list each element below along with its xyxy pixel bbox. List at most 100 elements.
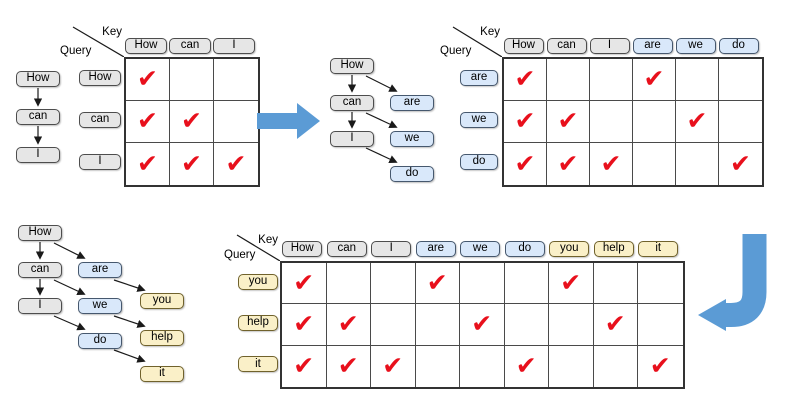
attention-matrix-third-key-do: do — [504, 241, 545, 257]
matrix3-corner: Key Query — [224, 234, 280, 261]
attention-matrix-initial-cell-How-How: ✔ — [126, 59, 170, 101]
attention-matrix-second-key-are: are — [632, 38, 673, 54]
check-icon: ✔ — [649, 350, 671, 380]
tree1-node-can: can — [16, 109, 60, 125]
check-icon: ✔ — [137, 64, 158, 93]
attention-matrix-third-cell-it-you — [549, 345, 594, 387]
tree2-node-are: are — [390, 95, 434, 111]
attention-matrix-initial-cell-I-How: ✔ — [126, 143, 170, 185]
attention-matrix-third-grid: ✔✔✔✔✔✔✔✔✔✔✔✔ — [280, 261, 685, 389]
attention-matrix-third-cell-help-help: ✔ — [593, 304, 638, 346]
tree3-node-you: you — [140, 293, 184, 309]
attention-matrix-second-cell-do-can: ✔ — [547, 143, 590, 185]
attention-matrix-third-key-I: I — [371, 241, 412, 257]
attention-matrix-third-cell-you-you: ✔ — [549, 263, 594, 305]
attention-matrix-third-key-we: we — [460, 241, 501, 257]
check-icon: ✔ — [515, 350, 537, 380]
check-icon: ✔ — [471, 308, 493, 338]
tree-edge — [113, 315, 146, 328]
tree2-node-can: can — [330, 95, 374, 111]
check-icon: ✔ — [293, 267, 315, 297]
attention-matrix-third-cell-help-do — [504, 304, 549, 346]
tree3-node-can: can — [18, 262, 62, 278]
tree3-node-how: How — [18, 225, 62, 241]
attention-matrix-second-cell-do-do: ✔ — [719, 143, 762, 185]
check-icon: ✔ — [557, 148, 579, 178]
attention-matrix-initial-cell-I-can: ✔ — [170, 143, 214, 185]
attention-matrix-third-cell-you-do — [504, 263, 549, 305]
tree-edge — [53, 279, 86, 296]
query-axis-label: Query — [60, 45, 92, 57]
attention-matrix-third-cell-it-can: ✔ — [327, 345, 371, 387]
query-axis-label: Query — [224, 249, 256, 261]
check-icon: ✔ — [560, 267, 582, 297]
tree3-node-we: we — [78, 298, 122, 314]
tree3-node-help: help — [140, 330, 184, 346]
corner-diagonal-line — [236, 234, 280, 261]
attention-matrix-second-cell-we-are — [633, 101, 676, 143]
check-icon: ✔ — [181, 106, 202, 135]
tree-edge — [53, 242, 86, 259]
check-icon: ✔ — [137, 106, 158, 135]
attention-matrix-second-cell-are-I — [590, 59, 633, 101]
flow-arrow-right-shape — [257, 103, 320, 139]
tree3-node-it: it — [140, 366, 184, 382]
tree1-node-how: How — [16, 71, 60, 87]
attention-matrix-second-grid: ✔✔✔✔✔✔✔✔✔ — [502, 57, 764, 187]
attention-matrix-second-cell-do-we — [676, 143, 719, 185]
tree2-node-i: I — [330, 131, 374, 147]
attention-matrix-third-cell-it-do: ✔ — [505, 345, 549, 387]
attention-matrix-third-cell-you-I — [371, 263, 416, 305]
tree-edge — [113, 279, 146, 292]
attention-matrix-initial-key-can: can — [169, 38, 211, 54]
check-icon: ✔ — [181, 148, 202, 178]
check-icon: ✔ — [337, 308, 359, 338]
tree-edge — [365, 75, 398, 92]
attention-matrix-third-cell-help-I — [371, 304, 416, 346]
attention-matrix-third-cell-help-you — [549, 304, 594, 346]
check-icon: ✔ — [643, 64, 665, 93]
attention-matrix-initial-key-I: I — [213, 38, 255, 54]
check-icon: ✔ — [426, 267, 448, 297]
tree3-node-do: do — [78, 333, 122, 349]
query-axis-label: Query — [440, 45, 472, 57]
attention-matrix-third-cell-it-help — [594, 345, 638, 387]
attention-matrix-second-cell-are-we — [676, 59, 719, 101]
attention-matrix-third-cell-you-it — [638, 263, 683, 305]
attention-matrix-initial-cell-How-can — [170, 59, 214, 101]
attention-matrix-initial-query-How: How — [79, 70, 121, 86]
attention-matrix-second-query-are: are — [460, 70, 498, 86]
tree-edge — [365, 112, 398, 129]
check-icon: ✔ — [293, 350, 315, 380]
attention-matrix-second-cell-we-I — [590, 101, 633, 143]
attention-matrix-initial-cell-How-I — [214, 59, 258, 101]
attention-matrix-second-key-I: I — [589, 38, 630, 54]
attention-matrix-second-key-can: can — [546, 38, 587, 54]
attention-matrix-second-cell-do-I: ✔ — [590, 143, 633, 185]
check-icon: ✔ — [137, 148, 158, 178]
attention-matrix-third-cell-help-How: ✔ — [282, 304, 327, 346]
matrix2-corner: Key Query — [440, 26, 502, 57]
flow-arrow-right-icon — [257, 103, 320, 139]
attention-matrix-third-cell-help-are — [415, 304, 460, 346]
tree1-node-i: I — [16, 147, 60, 163]
key-axis-label: Key — [258, 234, 278, 246]
check-icon: ✔ — [337, 350, 359, 380]
tree2-node-we: we — [390, 131, 434, 147]
attention-matrix-second-cell-we-can: ✔ — [547, 101, 590, 143]
attention-matrix-second-cell-are-are: ✔ — [633, 59, 676, 101]
check-icon: ✔ — [730, 148, 751, 178]
attention-matrix-second-cell-do-are — [633, 143, 676, 185]
tree-edge — [365, 147, 398, 164]
tree-edge — [53, 315, 86, 331]
key-axis-label: Key — [480, 26, 500, 38]
check-icon: ✔ — [293, 308, 315, 338]
attention-matrix-third-cell-help-it — [638, 304, 683, 346]
attention-matrix-initial-cell-can-How: ✔ — [126, 101, 170, 143]
attention-matrix-third-cell-help-can: ✔ — [326, 304, 371, 346]
attention-matrix-second-query-we: we — [460, 112, 498, 128]
attention-matrix-second-query-do: do — [460, 154, 498, 170]
